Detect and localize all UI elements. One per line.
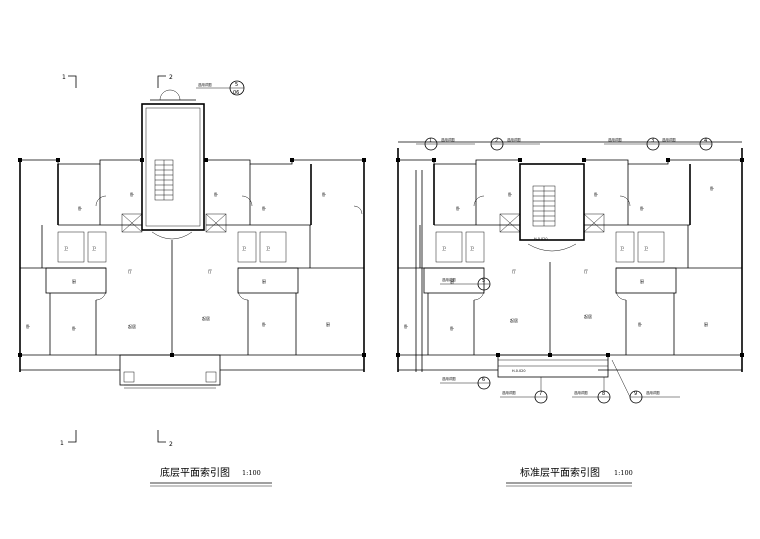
detail-callout: 选用详图 5 06: [196, 80, 245, 96]
svg-text:4: 4: [704, 138, 707, 144]
svg-text:选用详图: 选用详图: [442, 376, 456, 381]
svg-text:5: 5: [235, 82, 238, 88]
room-label: 厅: [584, 269, 588, 274]
room-label: 厅: [208, 269, 212, 274]
room-label: 卧: [450, 325, 454, 331]
room-label: 厨: [450, 278, 454, 284]
svg-text:选用详图: 选用详图: [646, 390, 660, 395]
svg-text:2: 2: [169, 74, 173, 81]
section-mark-1-top: 1: [62, 74, 77, 88]
room-label: 卫: [266, 246, 270, 251]
room-label: 卧: [594, 191, 598, 197]
plan-scale: 1:100: [614, 469, 633, 477]
svg-text:8: 8: [602, 391, 605, 397]
column-marks: [18, 158, 366, 357]
detail-callout-3: 3 选用详图: [604, 137, 660, 151]
room-labels: 卧 卧 卧 卧 卧 卧 卫 卫 卫 卫 厨 厨 厅 厅 起居 起居 卧 卧 厨: [26, 191, 330, 331]
detail-callout-8: 8 选用详图: [572, 377, 611, 404]
room-label: 卧: [78, 205, 82, 211]
svg-text:2: 2: [495, 138, 498, 144]
room-label: 厅: [128, 269, 132, 274]
room-labels: 卧 卧 卧 卧 卧 卧 卫 卫 卫 卫 厨 厨 厅 厅 起居 起居 卧 卧 厨 …: [404, 185, 714, 373]
room-label: 卧: [638, 321, 642, 327]
room-label: 卧: [26, 323, 30, 329]
detail-callout-5: 5 选用详图: [440, 277, 491, 291]
room-label: 卧: [508, 191, 512, 197]
detail-callout-7: 7 选用详图: [500, 377, 548, 404]
room-label: 卧: [214, 191, 218, 197]
exterior-walls: [19, 159, 365, 372]
room-label: 厨: [704, 321, 708, 327]
room-label: 起居: [128, 323, 136, 329]
plan-scale: 1:100: [242, 469, 261, 477]
level-mark: H-0.020: [512, 369, 525, 373]
detail-callout-2: 2 选用详图: [490, 137, 540, 151]
svg-text:选用详图: 选用详图: [441, 137, 455, 142]
room-label: 卫: [470, 246, 474, 251]
svg-text:选用详图: 选用详图: [507, 137, 521, 142]
detail-callout-6: 6 选用详图: [440, 376, 491, 390]
room-label: 卧: [262, 205, 266, 211]
detail-callout-1: 1 选用详图: [416, 137, 475, 151]
room-label: 厅: [512, 269, 516, 274]
svg-text:H-0.020: H-0.020: [534, 237, 547, 241]
room-label: 卫: [242, 246, 246, 251]
svg-text:选用详图: 选用详图: [608, 137, 622, 142]
ground-floor-plan: 1 2 1 2: [18, 74, 366, 487]
svg-text:6: 6: [482, 377, 485, 383]
room-label: 卧: [404, 323, 408, 329]
stair-core: H-0.020: [519, 163, 585, 252]
room-label: 厨: [640, 278, 644, 284]
interior-walls: [20, 164, 364, 355]
svg-text:9: 9: [634, 391, 637, 397]
section-mark-2-bottom: 2: [157, 430, 173, 448]
svg-text:2: 2: [169, 441, 173, 448]
svg-text:1: 1: [429, 138, 432, 144]
room-label: 起居: [202, 315, 210, 321]
room-label: 卧: [322, 191, 326, 197]
room-label: 卧: [710, 185, 714, 191]
svg-text:06: 06: [233, 90, 239, 96]
room-label: 卧: [456, 205, 460, 211]
room-label: 卫: [644, 246, 648, 251]
room-label: 起居: [510, 317, 518, 323]
room-label: 厨: [72, 278, 76, 284]
svg-text:1: 1: [62, 74, 66, 81]
section-mark-2-top: 2: [157, 74, 173, 88]
section-mark-1-bottom: 1: [60, 430, 77, 447]
interior-walls: [398, 164, 742, 378]
svg-text:5: 5: [482, 278, 485, 284]
room-label: 卫: [92, 246, 96, 251]
svg-text:选用详图: 选用详图: [442, 277, 456, 282]
svg-text:选用详图: 选用详图: [662, 137, 676, 142]
room-label: 厨: [326, 321, 330, 327]
plan-title: 标准层平面索引图: [520, 466, 600, 479]
column-marks: [396, 158, 744, 357]
stair-tower: [141, 89, 205, 240]
svg-text:3: 3: [651, 138, 654, 144]
room-label: 起居: [584, 313, 592, 319]
standard-floor-plan: H-0.020: [396, 137, 744, 487]
room-label: 卫: [620, 246, 624, 251]
room-label: 卫: [442, 246, 446, 251]
room-label: 厨: [262, 278, 266, 284]
svg-text:7: 7: [539, 391, 542, 397]
plan-title: 底层平面索引图: [160, 466, 230, 479]
room-label: 卫: [64, 246, 68, 251]
svg-text:选用详图: 选用详图: [502, 390, 516, 395]
svg-text:选用详图: 选用详图: [198, 82, 212, 87]
plan-title-ground: 底层平面索引图 1:100: [150, 466, 272, 487]
entrance-porch: [119, 354, 221, 389]
svg-text:1: 1: [60, 440, 64, 447]
room-label: 卧: [640, 205, 644, 211]
room-label: 卧: [130, 191, 134, 197]
detail-callout-9: 9 选用详图: [611, 359, 680, 404]
room-label: 卧: [72, 325, 76, 331]
exterior-walls: [397, 141, 743, 372]
detail-callout-4: 4 选用详图: [659, 137, 713, 151]
svg-text:选用详图: 选用详图: [574, 390, 588, 395]
room-label: 卧: [262, 321, 266, 327]
plan-title-standard: 标准层平面索引图 1:100: [506, 466, 633, 487]
